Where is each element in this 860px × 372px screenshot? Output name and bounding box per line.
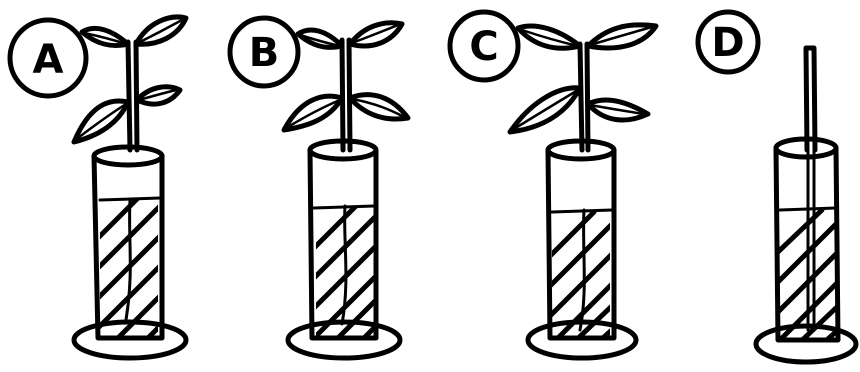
leaves-b <box>284 23 408 130</box>
label-c-circle: C <box>450 12 518 80</box>
label-c: C <box>469 24 498 70</box>
setup-a: A <box>10 17 186 358</box>
label-b-circle: B <box>230 18 298 86</box>
label-b: B <box>249 30 280 76</box>
label-a: A <box>33 37 64 83</box>
setup-c: C <box>450 12 656 358</box>
tube-c <box>528 141 636 358</box>
tube-d <box>756 139 856 362</box>
label-a-circle: A <box>10 20 86 96</box>
stem-d <box>806 48 815 150</box>
stem-a <box>128 42 137 150</box>
stem-c <box>580 44 588 150</box>
label-d-circle: D <box>698 12 758 72</box>
tube-a <box>74 147 186 358</box>
tube-b <box>288 141 400 358</box>
stem-b <box>342 40 350 150</box>
setup-d: D <box>698 12 856 362</box>
setup-b: B <box>230 18 408 358</box>
label-d: D <box>711 20 744 66</box>
